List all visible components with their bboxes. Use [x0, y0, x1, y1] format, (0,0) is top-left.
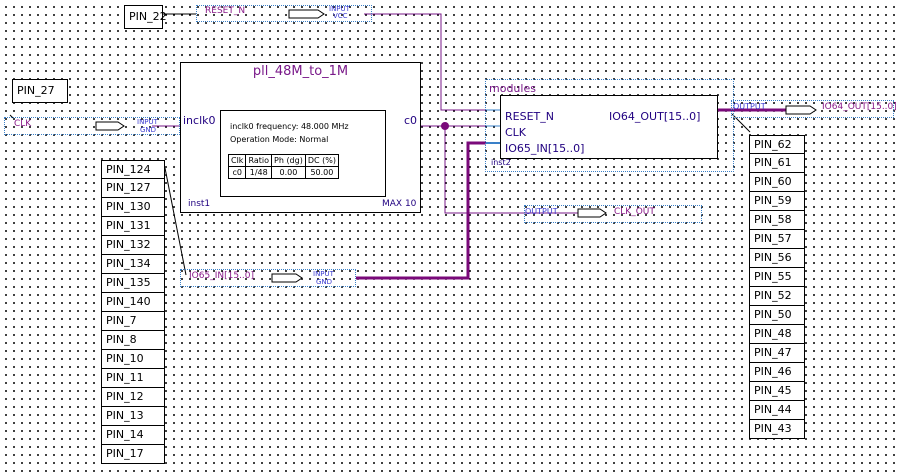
output-clkout-dir: OUTPUT [525, 207, 558, 216]
wire-clk-out[interactable] [444, 126, 580, 214]
input-io65-dir: INPUT [313, 270, 334, 278]
pll-th-phase: Ph (dg) [271, 154, 306, 167]
right-pin-7[interactable]: PIN_55 [749, 268, 805, 287]
pll-table-row: c0 1/48 0.00 50.00 [227, 166, 339, 179]
module-inst: inst2 [491, 158, 511, 167]
input-clk-frame [4, 117, 180, 135]
output-io64-dir: OUTPUT [733, 102, 766, 111]
left-pin-4[interactable]: PIN_132 [101, 236, 165, 255]
right-pin-0[interactable]: PIN_62 [749, 135, 805, 154]
pin-clk-box[interactable]: PIN_27 [12, 79, 68, 103]
left-pin-6[interactable]: PIN_135 [101, 274, 165, 293]
input-reset-default: VCC [333, 12, 348, 20]
pll-port-inclk0: inclk0 [183, 114, 216, 127]
wire-reset[interactable] [364, 13, 486, 111]
pll-td-dc: 50.00 [304, 166, 339, 179]
pll-inner-panel [220, 110, 386, 197]
input-arrow-io65-icon[interactable] [271, 273, 303, 283]
module-port-clk: CLK [505, 126, 527, 139]
left-pin-2[interactable]: PIN_130 [101, 198, 165, 217]
input-arrow-reset-icon[interactable] [288, 9, 325, 19]
input-io65-default: GND [316, 278, 333, 286]
left-pin-9[interactable]: PIN_8 [101, 331, 165, 350]
pll-inst: inst1 [188, 199, 211, 209]
left-pin-1[interactable]: PIN_127 [101, 179, 165, 198]
pll-freq-text: inclk0 frequency: 48.000 MHz [230, 122, 349, 131]
pll-param-table: Clk Ratio Ph (dg) DC (%) c0 1/48 0.00 50… [227, 154, 339, 179]
input-reset-frame [196, 5, 372, 22]
junction-dot [441, 122, 449, 130]
left-pin-14[interactable]: PIN_14 [101, 426, 165, 445]
input-clk-dir: INPUT [137, 118, 158, 126]
input-reset-name: RESET_N [205, 6, 246, 16]
input-clk-name: CLK [14, 119, 32, 129]
right-pin-4[interactable]: PIN_58 [749, 211, 805, 230]
right-pin-3[interactable]: PIN_59 [749, 192, 805, 211]
input-reset-dir: INPUT [329, 5, 350, 13]
right-pin-13[interactable]: PIN_45 [749, 382, 805, 401]
left-pin-12[interactable]: PIN_12 [101, 388, 165, 407]
assign-line-io65 [164, 167, 187, 276]
pll-family: MAX 10 [382, 199, 417, 209]
left-pin-7[interactable]: PIN_140 [101, 293, 165, 312]
right-pin-2[interactable]: PIN_60 [749, 173, 805, 192]
input-io65-name: IO65_IN[15..0] [189, 271, 254, 281]
left-pin-13[interactable]: PIN_13 [101, 407, 165, 426]
output-arrow-io64-icon[interactable] [785, 105, 817, 115]
input-io65-frame [180, 269, 356, 287]
input-arrow-clk-icon[interactable] [95, 121, 125, 131]
output-io64-name: IO64_OUT[15..0] [822, 102, 897, 112]
output-clkout-frame [524, 205, 702, 223]
left-pin-3[interactable]: PIN_131 [101, 217, 165, 236]
output-clkout-name: CLK_OUT [614, 207, 655, 217]
pll-port-c0: c0 [404, 114, 418, 127]
module-port-io64: IO64_OUT[15..0] [609, 110, 701, 123]
output-arrow-clkout-icon[interactable] [577, 208, 607, 218]
module-title: modules [489, 82, 536, 95]
pin-reset-label: PIN_22 [129, 10, 167, 23]
right-pin-14[interactable]: PIN_44 [749, 401, 805, 420]
left-pin-5[interactable]: PIN_134 [101, 255, 165, 274]
pin-clk-label: PIN_27 [17, 84, 55, 97]
input-clk-default: GND [140, 126, 157, 134]
pll-mode-text: Operation Mode: Normal [230, 135, 329, 144]
module-block[interactable] [500, 95, 718, 159]
right-pin-1[interactable]: PIN_61 [749, 154, 805, 173]
right-pin-6[interactable]: PIN_56 [749, 249, 805, 268]
module-frame [485, 79, 734, 172]
left-pin-0[interactable]: PIN_124 [101, 160, 165, 179]
module-port-reset: RESET_N [505, 110, 554, 123]
right-pin-15[interactable]: PIN_43 [749, 420, 805, 439]
right-pin-10[interactable]: PIN_48 [749, 325, 805, 344]
module-port-io65: IO65_IN[15..0] [505, 142, 585, 155]
output-io64-frame [731, 100, 894, 118]
right-pin-5[interactable]: PIN_57 [749, 230, 805, 249]
right-pin-9[interactable]: PIN_50 [749, 306, 805, 325]
pll-table-header: Clk Ratio Ph (dg) DC (%) [227, 154, 339, 167]
left-pin-11[interactable]: PIN_11 [101, 369, 165, 388]
pll-th-dc: DC (%) [304, 154, 339, 167]
left-pin-8[interactable]: PIN_7 [101, 312, 165, 331]
left-pin-10[interactable]: PIN_10 [101, 350, 165, 369]
pll-td-phase: 0.00 [271, 166, 306, 179]
pll-title: pll_48M_to_1M [252, 64, 349, 79]
right-pin-8[interactable]: PIN_52 [749, 287, 805, 306]
left-pin-15[interactable]: PIN_17 [101, 445, 165, 464]
pll-th-clk: Clk [227, 154, 247, 167]
pin-reset-box[interactable]: PIN_22 [124, 5, 167, 29]
pll-td-ratio: 1/48 [245, 166, 272, 179]
pll-td-clk: c0 [227, 166, 247, 179]
pll-th-ratio: Ratio [245, 154, 272, 167]
right-pin-12[interactable]: PIN_46 [749, 363, 805, 382]
right-pin-11[interactable]: PIN_47 [749, 344, 805, 363]
bus-io65[interactable] [356, 141, 486, 280]
